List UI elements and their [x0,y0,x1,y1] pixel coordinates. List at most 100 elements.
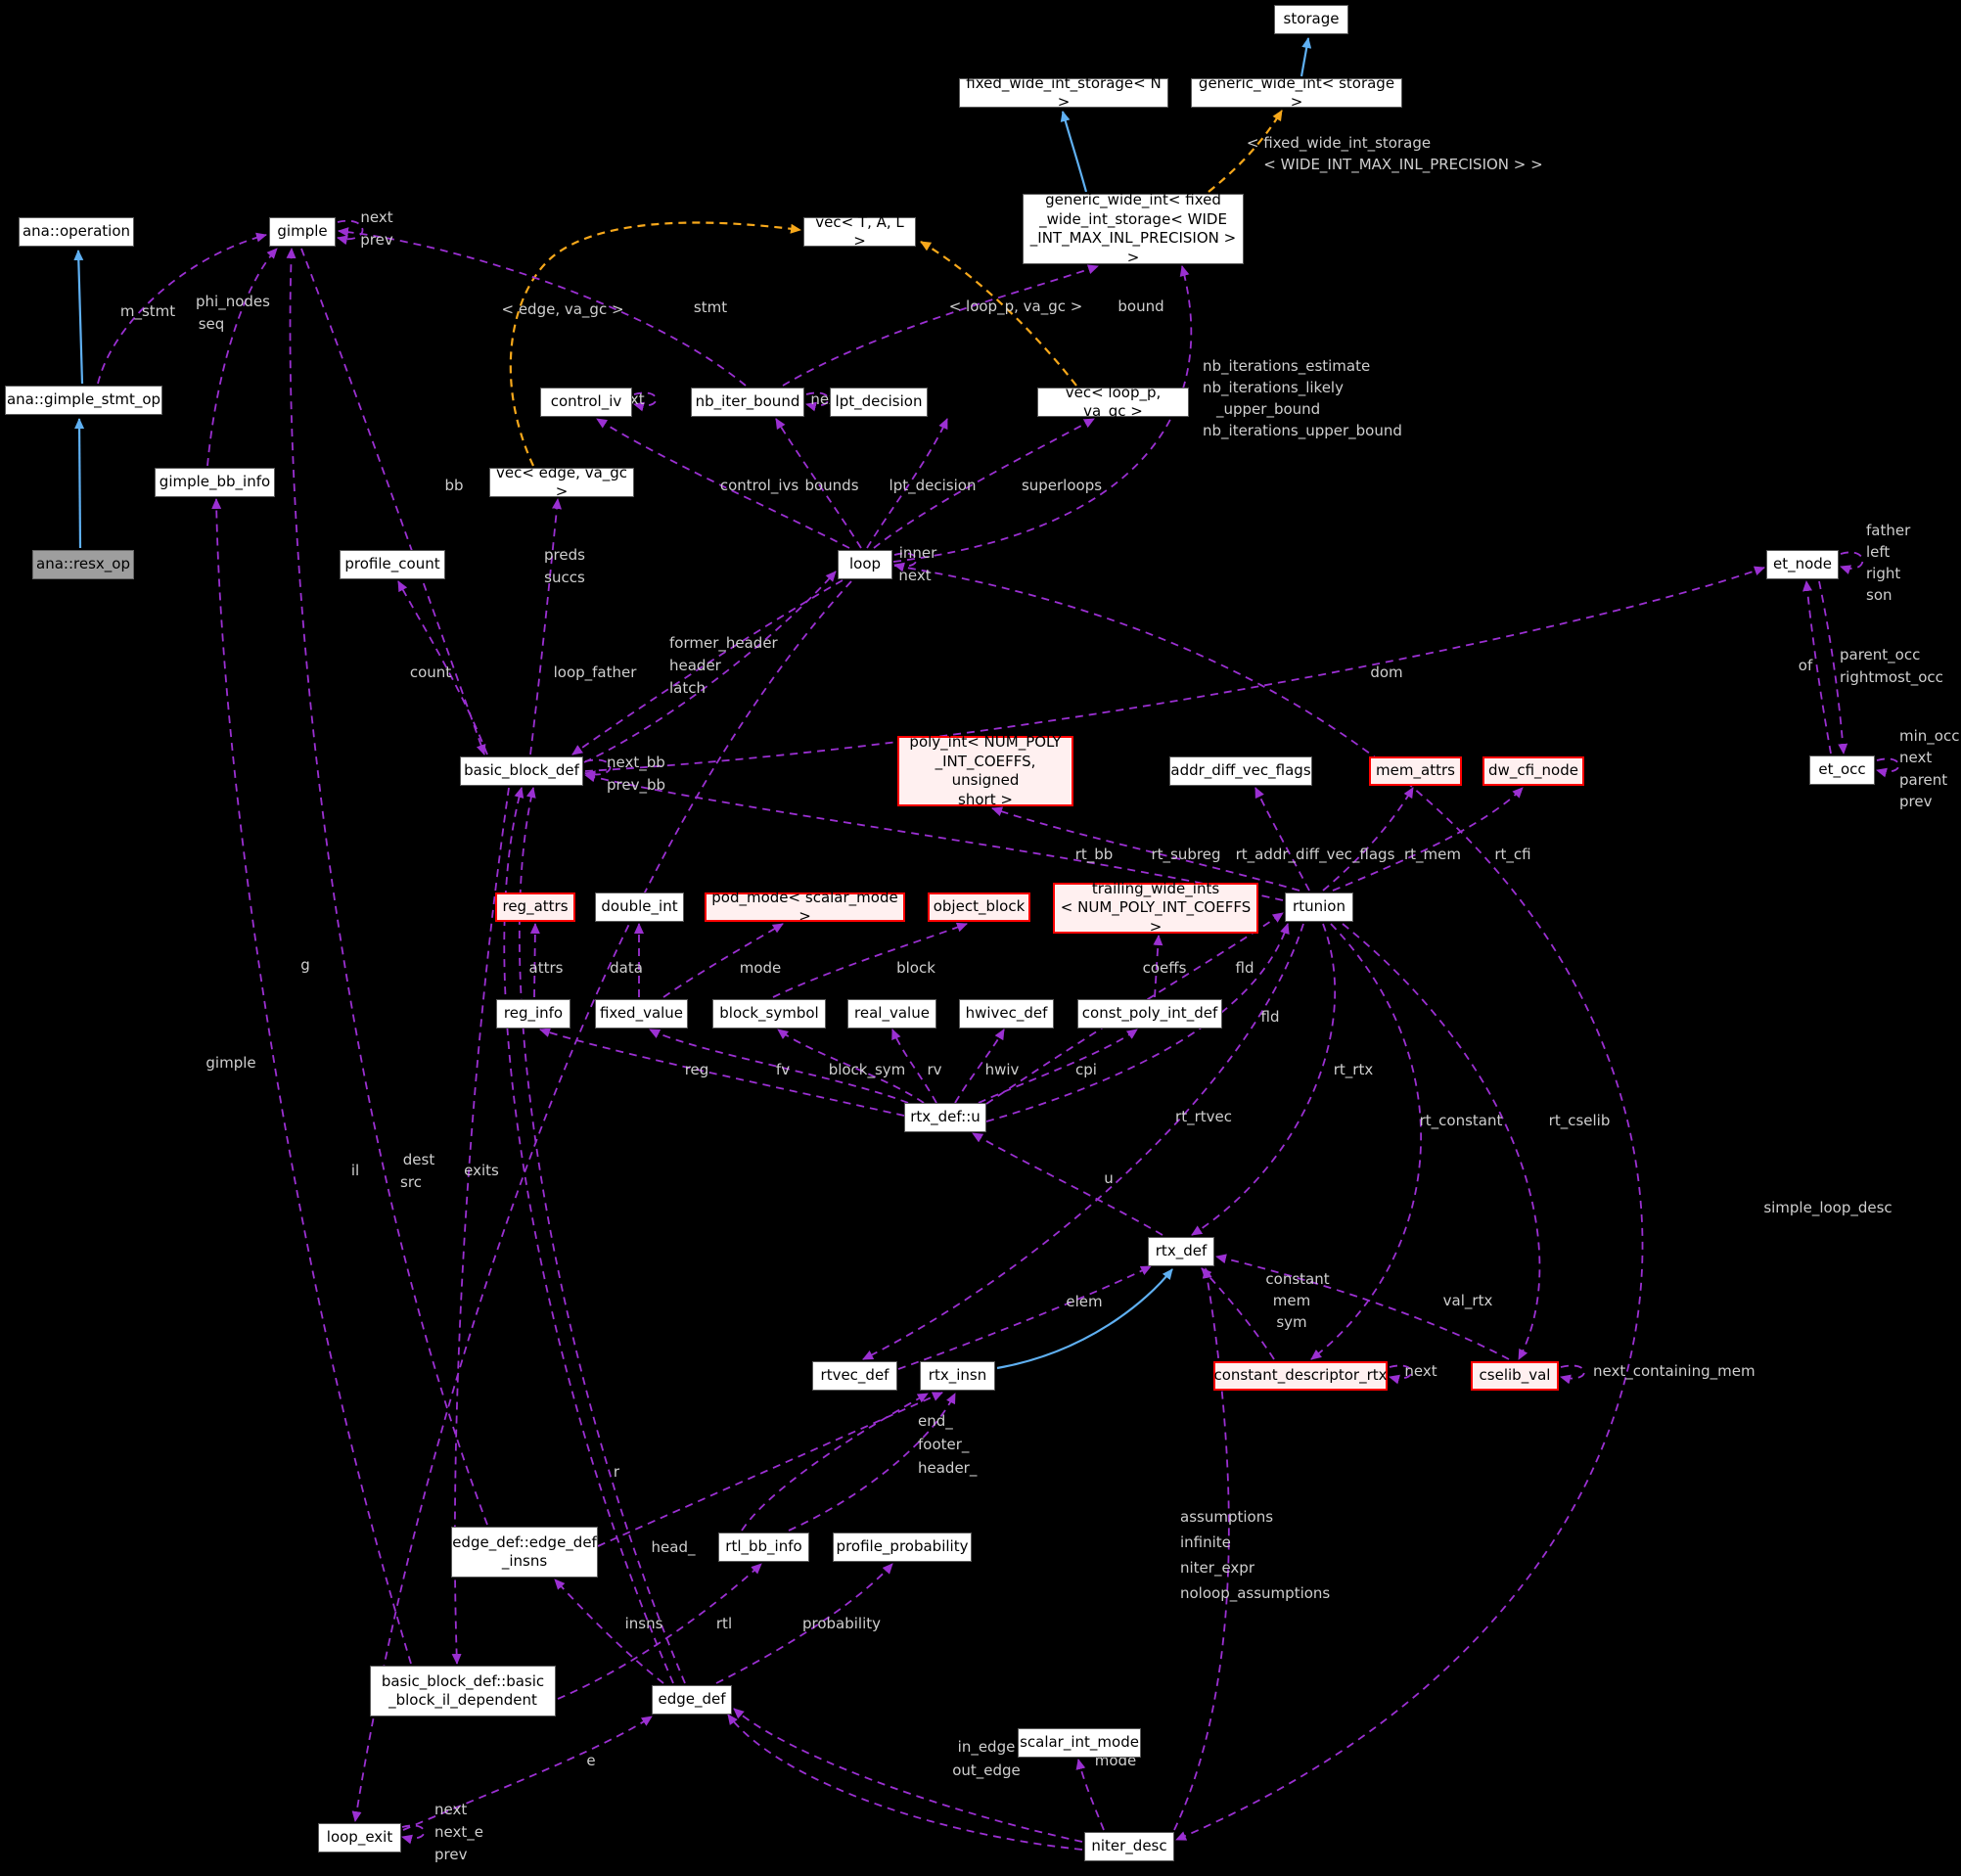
node-const-poly-int-def[interactable]: const_poly_int_def [1077,999,1222,1029]
node-et-node[interactable]: et_node [1766,550,1839,579]
edge-77 [741,1393,929,1532]
edge-63 [733,1708,1083,1843]
edge-label-39: min_occ [1899,727,1960,746]
node-trailing-wide-ints[interactable]: trailing_wide_ints < NUM_POLY_INT_COEFFS… [1053,880,1258,936]
node-cselib-val[interactable]: cselib_val [1471,1361,1559,1391]
edge-label-44: prev_bb [607,776,666,795]
edge-label-66: rt_constant [1419,1112,1503,1130]
edge-label-22: preds [544,546,585,565]
edge-71 [286,248,488,1526]
edge-label-31: dom [1370,663,1403,682]
node-nb-iter-bound[interactable]: nb_iter_bound [691,388,804,417]
node-constant-descriptor-rtx[interactable]: constant_descriptor_rtx [1213,1361,1388,1391]
node-storage[interactable]: storage [1274,5,1348,34]
node-generic-wide-int-fixed[interactable]: generic_wide_int< fixed _wide_int_storag… [1023,191,1244,266]
node-pod-mode[interactable]: pod_mode< scalar_mode > [705,889,905,925]
edge-55 [897,1265,1152,1370]
node-block-symbol[interactable]: block_symbol [712,999,826,1029]
node-object-block[interactable]: object_block [928,892,1030,922]
node-basic-block-il-dependent[interactable]: basic_block_def::basic _block_il_depende… [370,1666,556,1716]
edge-27 [584,566,1765,772]
node-real-value[interactable]: real_value [847,999,936,1029]
node-rtvec-def[interactable]: rtvec_def [812,1361,897,1391]
edge-14 [873,418,1095,549]
edge-label-83: footer_ [918,1436,970,1454]
edge-62 [1075,1759,1105,1831]
node-gimple[interactable]: gimple [269,217,336,247]
edge-label-21: bb [444,477,464,495]
node-profile-count[interactable]: profile_count [340,550,445,579]
edge-5 [509,221,801,467]
edge-47 [777,1029,925,1104]
node-rtx-def-u[interactable]: rtx_def::u [904,1103,986,1132]
node-reg-attrs[interactable]: reg_attrs [495,892,575,922]
edge-label-12: nb_iterations_likely [1203,379,1344,397]
edge-12 [782,264,1099,387]
node-rtunion[interactable]: rtunion [1285,892,1353,922]
edge-label-50: attrs [528,959,564,978]
edge-label-69: g [300,956,310,975]
edge-28 [1840,551,1864,574]
edge-label-95: out_edge [952,1762,1021,1780]
node-addr-diff-vec-flags[interactable]: addr_diff_vec_flags [1169,756,1312,786]
edge-50 [978,1029,1138,1104]
edge-label-81: next_containing_mem [1593,1362,1756,1381]
edge-3 [1060,111,1088,193]
node-dw-cfi-node[interactable]: dw_cfi_node [1482,756,1584,786]
node-ana-gimple-stmt-op[interactable]: ana::gimple_stmt_op [5,386,162,415]
edge-65 [402,1716,653,1831]
edge-67 [351,580,852,1822]
node-ana-operation[interactable]: ana::operation [19,217,134,247]
node-lpt-decision[interactable]: lpt_decision [830,388,928,417]
edge-76 [715,1563,893,1684]
edge-label-84: header_ [918,1459,978,1478]
node-rtx-def[interactable]: rtx_def [1148,1237,1214,1266]
node-scalar-int-mode[interactable]: scalar_int_mode [1018,1728,1141,1758]
edge-59 [1560,1364,1585,1385]
node-mem-attrs[interactable]: mem_attrs [1369,756,1462,786]
edge-label-7: < loop_p, va_gc > [948,297,1083,316]
edge-label-59: block_sym [828,1061,906,1079]
edge-25 [529,498,562,755]
node-poly-int[interactable]: poly_int< NUM_POLY _INT_COEFFS, unsigned… [897,733,1073,808]
node-gimple-bb-info[interactable]: gimple_bb_info [155,468,275,497]
edge-78 [788,1393,956,1532]
node-generic-wide-int-storage[interactable]: generic_wide_int< storage > [1191,74,1402,111]
node-et-occ[interactable]: et_occ [1809,755,1875,785]
edge-41 [1153,935,1163,998]
node-edge-def-edge-def-insns[interactable]: edge_def::edge_def _insns [451,1527,598,1578]
node-double-int[interactable]: double_int [595,892,684,922]
edge-label-90: assumptions [1180,1508,1274,1527]
edge-label-23: succs [544,569,585,587]
node-reg-info[interactable]: reg_info [496,999,570,1029]
node-fixed-value[interactable]: fixed_value [595,999,688,1029]
node-profile-probability[interactable]: profile_probability [833,1533,972,1562]
node-rtx-insn[interactable]: rtx_insn [920,1361,995,1391]
node-basic-block-def[interactable]: basic_block_def [460,756,583,786]
edge-label-17: control_ivs [719,477,799,495]
node-loop[interactable]: loop [838,550,892,579]
node-vec-edge-va-gc[interactable]: vec< edge, va_gc > [489,464,634,500]
edge-label-25: next [898,567,932,585]
edge-19 [805,391,830,412]
edge-label-47: rt_addr_diff_vec_flags [1235,846,1395,864]
edge-label-76: constant [1265,1270,1330,1289]
edge-label-0: next [360,208,393,227]
edge-label-63: rt_rtx [1333,1061,1374,1079]
edge-54 [1342,923,1541,1360]
node-loop-exit[interactable]: loop_exit [318,1823,401,1853]
node-edge-def[interactable]: edge_def [652,1685,732,1715]
edge-48 [891,1029,937,1104]
node-niter-desc[interactable]: niter_desc [1084,1832,1174,1861]
edge-label-53: block [896,959,935,978]
edge-label-87: insns [624,1615,663,1633]
node-vec-loop-p-va-gc[interactable]: vec< loop_p, va_gc > [1037,384,1189,420]
edge-17 [866,418,948,549]
edge-label-41: parent [1899,771,1948,790]
node-hwivec-def[interactable]: hwivec_def [959,999,1054,1029]
node-fixed-wide-int-storage-n[interactable]: fixed_wide_int_storage< N > [959,74,1168,111]
node-control-iv[interactable]: control_iv [540,388,632,417]
node-vec-t-a-l[interactable]: vec< T, A, L > [803,213,916,250]
node-rtl-bb-info[interactable]: rtl_bb_info [718,1533,809,1562]
edge-label-45: rt_bb [1074,846,1114,864]
